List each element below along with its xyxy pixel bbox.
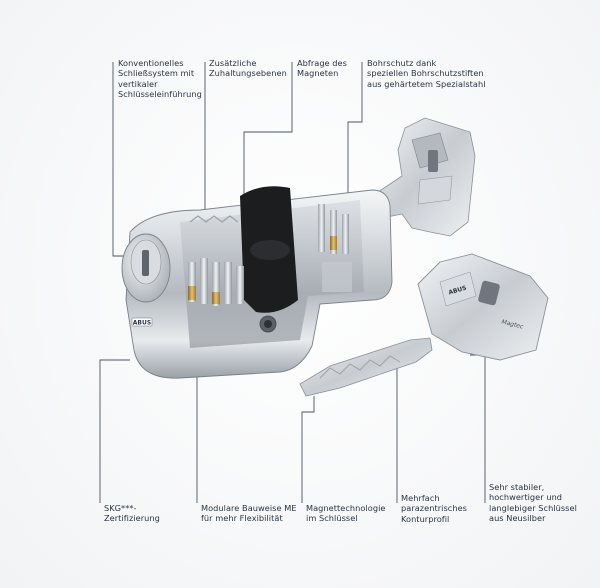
- pin-stacks-left: [188, 215, 244, 306]
- label-skg: SKG***- Zertifizierung: [104, 503, 160, 524]
- label-modular: Modulare Bauweise ME für mehr Flexibilit…: [201, 503, 297, 524]
- leader-additional: [204, 62, 218, 233]
- upper-key: [371, 117, 476, 237]
- label-paracentric: Mehrfach parazentrisches Konturprofil: [401, 493, 467, 524]
- leader-skg: [99, 359, 130, 503]
- leader-magnet-tech: [301, 396, 315, 503]
- abus-logo: ABUS: [133, 320, 151, 327]
- leader-key-quality: [470, 354, 486, 503]
- label-key-quality: Sehr stabiler, hochwertiger und langlebi…: [489, 482, 577, 524]
- lower-key: ABUS Magtec: [299, 253, 549, 397]
- label-drill-protection: Bohrschutz dank speziellen Bohrschutzsti…: [367, 58, 486, 89]
- leader-paracentric: [382, 359, 398, 503]
- label-additional-tumblers: Zusätzliche Zuhaltungsebenen: [209, 58, 287, 79]
- leader-magnet-query: [243, 62, 293, 196]
- key-abus-logo: ABUS: [448, 285, 468, 297]
- pin-stacks-right: [318, 204, 352, 292]
- label-magnet-query: Abfrage des Magneten: [297, 58, 347, 79]
- label-magnet-tech: Magnettechnologie im Schlüssel: [306, 503, 386, 524]
- label-conventional: Konventionelles Schließsystem mit vertik…: [118, 58, 202, 100]
- leader-drill: [347, 62, 363, 240]
